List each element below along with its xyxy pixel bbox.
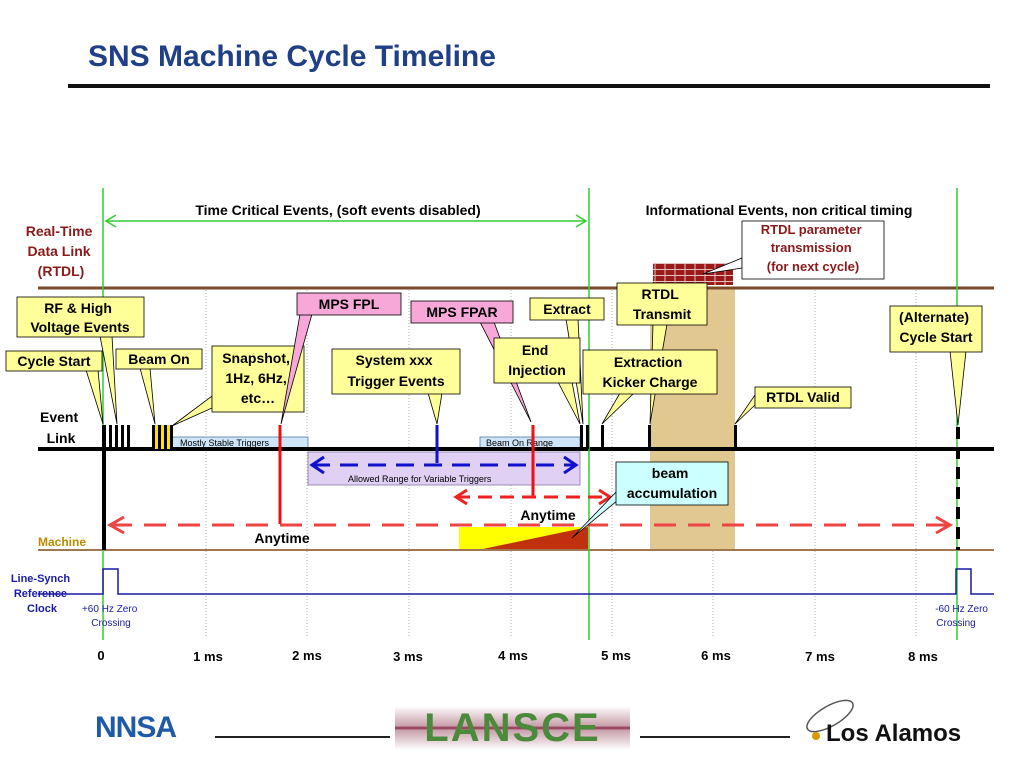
line-synch-waveform (38, 568, 994, 595)
system-xxx-pointer (427, 392, 443, 425)
time-critical-heading: Time Critical Events, (soft events disab… (195, 202, 480, 218)
beam-on-pointer (139, 367, 156, 425)
tick-label: 2 ms (292, 648, 322, 663)
footer-rule-right (640, 736, 790, 738)
mps-fpar-callout (410, 300, 514, 324)
zero-crossing-plus: +60 Hz Zero Crossing (82, 604, 140, 629)
beam-on-range-label: Beam On Range (486, 438, 553, 448)
anytime-label-end-injection: Anytime (520, 507, 575, 523)
tick-label: 1 ms (193, 649, 223, 664)
end-injection-anytime-arrow (453, 488, 613, 506)
beam-accumulation-text: beam accumulation (627, 465, 717, 501)
cycle-start-pointer (85, 369, 104, 425)
trigger-tick (102, 425, 106, 449)
end-injection-callout (493, 337, 581, 384)
trigger-tick (152, 425, 155, 449)
rtdl-valid-callout (754, 386, 852, 409)
mps-fpar-text: MPS FPAR (426, 304, 497, 320)
los-alamos-logo: Los Alamos (800, 686, 990, 748)
tick-label: 8 ms (908, 649, 938, 664)
beam-on-stripes (155, 425, 170, 449)
cycle-start-text: Cycle Start (17, 353, 90, 369)
tick-label: 0 (97, 648, 104, 663)
nnsa-logo: NNSA (95, 711, 177, 744)
system-xxx-callout (331, 348, 461, 395)
mps-fpl-callout (296, 292, 402, 316)
end-injection-pointer (557, 381, 581, 425)
zero-crossing-minus: -60 Hz Zero Crossing (935, 604, 991, 629)
anytime-label-machine: Anytime (254, 530, 309, 546)
alternate-cycle-start-text: (Alternate) Cycle Start (899, 309, 973, 345)
trigger-tick (115, 425, 118, 449)
los-alamos-logo-text: Los Alamos (826, 720, 962, 747)
trigger-tick (601, 425, 604, 449)
lansce-logo: LANSCE (395, 706, 630, 750)
trigger-tick (580, 425, 583, 449)
informational-heading: Informational Events, non critical timin… (646, 202, 913, 218)
injection-ramp (483, 527, 588, 549)
trigger-tick (164, 425, 167, 449)
rtdl-params-callout (741, 220, 885, 280)
rtdl-params-text: RTDL parameter transmission (for next cy… (761, 222, 866, 274)
extraction-kicker-callout (582, 349, 718, 395)
mps-fpl-text: MPS FPL (319, 296, 380, 312)
allowed-range-label: Allowed Range for Variable Triggers (348, 474, 492, 484)
trigger-tick (170, 425, 173, 449)
tick-label: 7 ms (805, 649, 835, 664)
time-axis: 0 1 ms 2 ms 3 ms 4 ms 5 ms 6 ms 7 ms 8 m… (97, 648, 937, 664)
allowed-range-band (307, 451, 581, 486)
trigger-tick (586, 425, 589, 449)
extraction-kicker-pointer (601, 392, 635, 425)
snapshot-text: Snapshot, 1Hz, 6Hz, etc… (222, 350, 294, 406)
extract-callout (529, 297, 605, 321)
trigger-tick (158, 425, 161, 449)
tick-label: 3 ms (393, 649, 423, 664)
tick-label: 5 ms (601, 648, 631, 663)
alternate-cycle-start-pointer (949, 350, 967, 426)
mostly-stable-label: Mostly Stable Triggers (180, 438, 270, 448)
slide-title: SNS Machine Cycle Timeline (88, 40, 496, 73)
beam-accumulation-callout (615, 461, 729, 506)
alternate-cycle-start-callout (889, 305, 983, 353)
title-rule (68, 84, 990, 88)
tick-label: 6 ms (701, 648, 731, 663)
los-alamos-swoosh-icon (806, 699, 854, 740)
time-critical-arrow (104, 214, 588, 228)
extract-text: Extract (543, 301, 591, 317)
rtdl-valid-text: RTDL Valid (766, 389, 840, 405)
trigger-tick (127, 425, 130, 449)
allowed-range-arrow (309, 455, 579, 475)
beam-on-text: Beam On (128, 351, 189, 367)
footer-rule-left (215, 736, 390, 738)
rtdl-transmit-callout (616, 282, 708, 326)
line-synch-lane-label: Line-Synch Reference Clock (11, 573, 73, 615)
end-injection-text: End Injection (508, 342, 566, 378)
rtdl-valid-pointer (734, 393, 756, 425)
machine-lane-label: Machine (38, 535, 86, 549)
trigger-tick (121, 425, 124, 449)
beam-on-callout (115, 348, 203, 370)
tick-label: 4 ms (498, 648, 528, 663)
cycle-start-callout (5, 350, 103, 372)
trigger-tick (734, 425, 737, 449)
rtdl-transmit-text: RTDL Transmit (633, 286, 692, 322)
rtdl-brick-block (653, 263, 733, 285)
rf-hv-text: RF & High Voltage Events (30, 300, 130, 335)
event-link-lane-label: Event Link (40, 409, 82, 446)
snapshot-pointer (171, 395, 213, 427)
trigger-tick (109, 425, 112, 449)
event-triggers (102, 425, 737, 449)
system-xxx-text: System xxx Trigger Events (347, 352, 444, 389)
extraction-kicker-text: Extraction Kicker Charge (603, 354, 698, 390)
cycle-start-line (102, 449, 106, 550)
rtdl-lane-label: Real-Time Data Link (RTDL) (26, 223, 97, 279)
trigger-tick (648, 425, 651, 449)
rf-hv-callout (16, 296, 145, 338)
machine-anytime-arrow (106, 515, 954, 535)
